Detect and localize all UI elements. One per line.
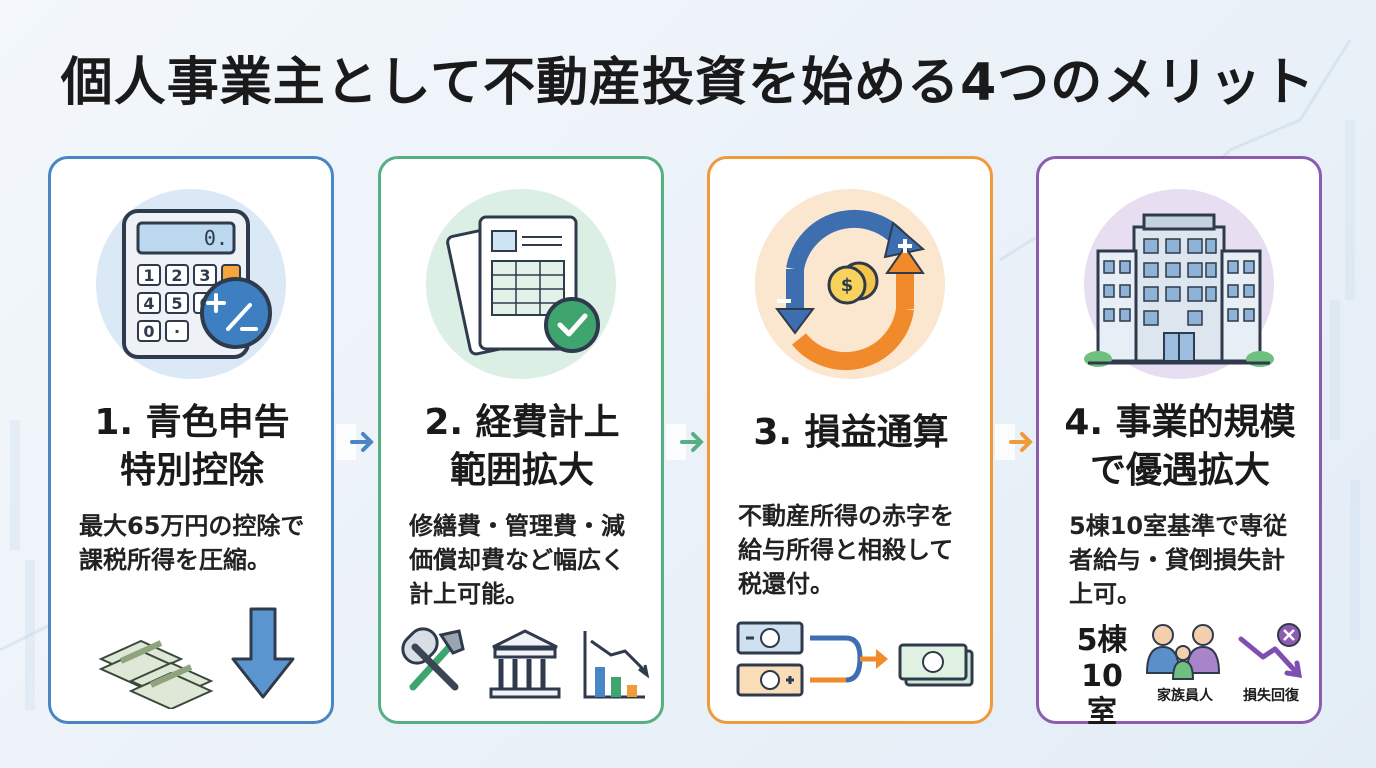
connector-arrow-2 <box>666 424 704 460</box>
calc-key: 4 <box>143 294 154 313</box>
cash-icon <box>898 643 974 687</box>
card-bottom-icons <box>736 621 974 697</box>
money-stack-icon <box>98 639 214 709</box>
card-title-line1: 1. 青色申告 <box>94 402 290 443</box>
check-icon <box>544 297 600 353</box>
calc-key: 5 <box>171 294 182 313</box>
calc-key: · <box>174 322 180 341</box>
family-label: 家族員人 <box>1157 688 1213 704</box>
card-title-line2: 特別控除 <box>119 450 264 491</box>
card-title-line2: 範囲拡大 <box>449 450 594 491</box>
svg-text:$: $ <box>841 275 854 296</box>
calc-key: 2 <box>171 266 182 285</box>
loss-recovery-label: 損失回復 <box>1243 688 1299 704</box>
connector-arrow-1 <box>336 424 374 460</box>
card-description: 最大65万円の控除で課税所得を圧縮。 <box>79 512 305 574</box>
plus-minus-icon <box>200 277 272 349</box>
card-description: 5棟10室基準で専従者給与・貸倒損失計上可。 <box>1069 512 1288 608</box>
calc-key: 1 <box>143 266 154 285</box>
card-title: 3. 損益通算 <box>753 412 949 453</box>
card-title-line2: で優遇拡大 <box>1089 450 1270 491</box>
tools-icon <box>401 627 465 691</box>
scale-stat: 5棟 10室 <box>1067 623 1137 731</box>
calc-key: 0 <box>143 322 154 341</box>
apartment-building-icon <box>1084 189 1274 379</box>
family-icon <box>1145 624 1221 680</box>
card-title: 2. 経費計上 範囲拡大 <box>391 399 653 495</box>
card-title-line1: 4. 事業的規模 <box>1064 402 1296 443</box>
minus-bill-icon <box>736 621 804 655</box>
card-description: 修繕費・管理費・減価償却費など幅広く計上可能。 <box>409 512 625 608</box>
calc-display: 0. <box>204 226 228 250</box>
down-arrow-icon <box>231 607 295 699</box>
scale-stat-buildings: 5棟 <box>1076 623 1128 658</box>
card-title: 4. 事業的規模 で優遇拡大 <box>1049 399 1311 495</box>
loss-recovery-icon <box>1238 623 1303 679</box>
card-bottom-icons <box>98 607 295 709</box>
merit-card-blue-return: 0. 1 2 3 4 5 6 0 · 1. 青色申告 特別控除 最大65 <box>48 156 334 724</box>
merit-card-business-scale: 4. 事業的規模 で優遇拡大 5棟10室基準で専従者給与・貸倒損失計上可。 5棟… <box>1036 156 1322 730</box>
merit-card-profit-loss: $ 3. 損益通算 不動産所得の赤字を給与所得と相殺して税還付。 <box>707 156 993 724</box>
cycle-arrows-icon: $ <box>755 189 945 379</box>
merge-arrow-icon <box>810 635 888 683</box>
connector-arrow-3 <box>995 424 1033 460</box>
calc-key: 3 <box>199 266 210 285</box>
documents-icon <box>426 189 616 379</box>
card-title: 1. 青色申告 特別控除 <box>61 399 323 495</box>
coins-icon: $ <box>827 261 879 305</box>
page-title: 個人事業主として不動産投資を始める4つのメリット <box>60 53 1316 113</box>
building-bank-icon <box>489 629 561 699</box>
scale-stat-rooms: 10室 <box>1081 659 1123 730</box>
card-bottom-icons <box>401 627 650 699</box>
calculator-icon: 0. 1 2 3 4 5 6 0 · <box>96 189 286 379</box>
declining-chart-icon <box>583 631 650 699</box>
card-description: 不動産所得の赤字を給与所得と相殺して税還付。 <box>738 502 954 598</box>
card-title-line1: 2. 経費計上 <box>424 402 620 443</box>
plus-bill-icon <box>736 663 804 697</box>
merit-card-expenses: 2. 経費計上 範囲拡大 修繕費・管理費・減価償却費など幅広く計上可能。 <box>378 156 664 724</box>
